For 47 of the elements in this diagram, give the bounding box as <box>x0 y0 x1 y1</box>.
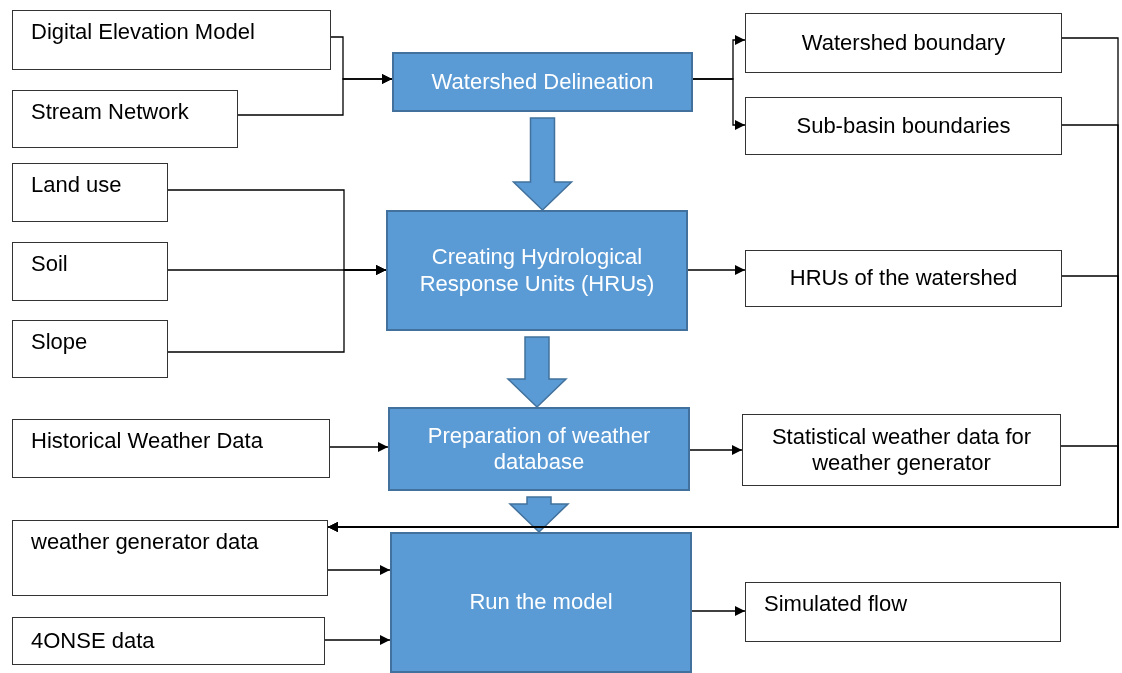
arrow <box>324 635 391 645</box>
data-box <box>12 242 168 301</box>
node-label: Run the model <box>469 589 613 616</box>
arrow <box>327 445 1119 532</box>
arrow <box>689 445 743 455</box>
process-box <box>388 407 690 491</box>
node-label: HRUs of the watershed <box>789 265 1018 292</box>
block-arrow <box>506 336 568 409</box>
node-label: Digital Elevation Model <box>31 19 255 46</box>
arrow <box>691 606 746 616</box>
data-box <box>12 320 168 378</box>
arrow <box>687 265 746 275</box>
process-box <box>386 210 688 331</box>
data-box <box>745 97 1062 155</box>
arrow <box>692 78 746 130</box>
data-box <box>12 617 325 665</box>
node-label: Historical Weather Data <box>31 428 263 455</box>
node-label: Watershed Delineation <box>431 68 654 96</box>
node-label: Preparation of weather database <box>426 422 652 476</box>
node-label: Watershed boundary <box>801 29 1006 57</box>
node-label: weather generator data <box>31 529 259 556</box>
node-label: Simulated flow <box>764 591 908 618</box>
node-label: Sub-basin boundaries <box>796 112 1011 140</box>
node-label: Stream Network <box>31 99 189 126</box>
process-box <box>390 532 692 673</box>
arrow <box>329 442 389 452</box>
node-label: 4ONSE data <box>31 627 155 655</box>
arrow <box>327 565 391 575</box>
node-label: Creating Hydrological Response Units (HRUs) <box>418 244 656 297</box>
data-box <box>12 10 331 70</box>
data-box <box>742 414 1061 486</box>
data-box <box>745 250 1062 307</box>
block-arrow <box>508 496 570 534</box>
node-label: Slope <box>31 329 88 356</box>
block-arrow <box>511 117 574 212</box>
node-label: Land use <box>31 172 122 199</box>
arrow <box>237 74 393 116</box>
data-box <box>12 90 238 148</box>
data-box <box>745 13 1062 73</box>
data-box <box>12 419 330 478</box>
arrow <box>167 265 387 353</box>
node-label: Statistical weather data for weather generator <box>770 423 1033 477</box>
data-box <box>12 163 168 222</box>
data-box <box>745 582 1061 642</box>
node-label: Soil <box>31 251 68 278</box>
data-box <box>12 520 328 596</box>
process-box <box>392 52 693 112</box>
